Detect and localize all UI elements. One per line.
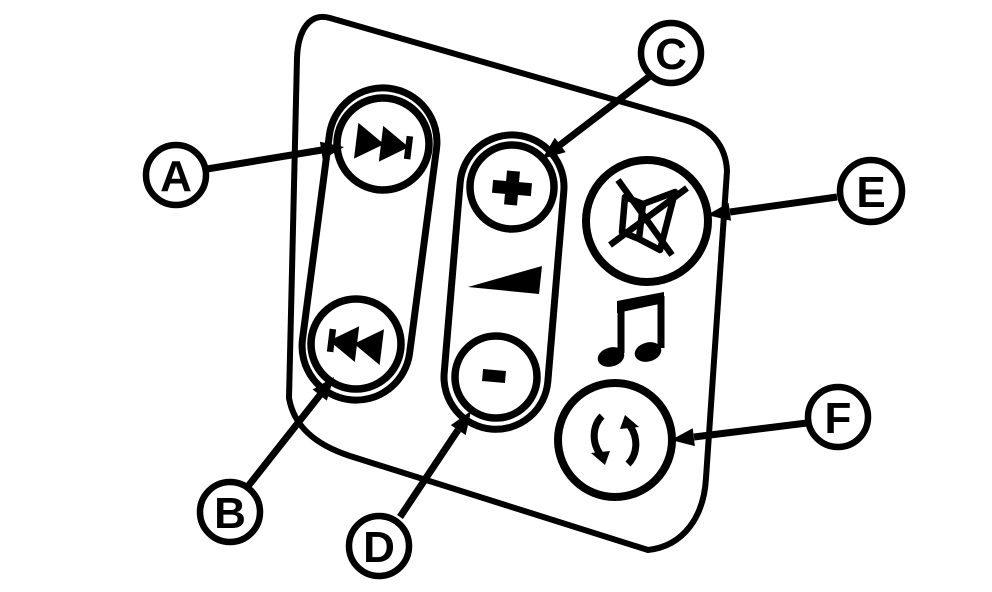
callout-F-label: F [825, 394, 852, 443]
skip-forward-icon [354, 122, 414, 162]
callout-D-label: D [363, 523, 395, 572]
skip-backward-icon [326, 326, 384, 366]
callout-D-bubble [345, 512, 413, 580]
seek-forward-button [333, 94, 433, 194]
callout-B-label: B [214, 489, 246, 538]
mute-button [582, 156, 712, 286]
callout-B-bubble [196, 478, 264, 546]
callout-C-arrow-shaft [557, 73, 653, 148]
volume-wedge-icon [468, 266, 542, 294]
plus-icon [492, 170, 532, 206]
callout-E-arrow-shaft [729, 193, 838, 216]
volume-up-button [466, 141, 558, 233]
music-note-icon [597, 292, 665, 367]
callout-D-arrowhead [450, 411, 471, 436]
callout-F-arrow-shaft [693, 419, 808, 441]
callout-A: A [142, 141, 344, 209]
seek-backward-button [307, 295, 405, 393]
callout-A-label: A [160, 152, 192, 201]
volume-down-button [451, 332, 541, 422]
muted-speaker-icon [608, 178, 689, 257]
callout-C-arrowhead [542, 137, 566, 159]
volume-rocker-outline [440, 131, 568, 433]
seek-rocker-outline [298, 84, 441, 404]
minus-icon [482, 369, 506, 383]
callout-E-bubble [836, 156, 906, 226]
cycle-arrows-icon [590, 413, 640, 467]
callout-D-arrow-shaft [397, 428, 461, 519]
source-face [554, 379, 676, 501]
callout-B-arrowhead [312, 377, 334, 401]
callout-D: D [345, 411, 471, 580]
callout-A-bubble [142, 141, 210, 209]
callout-B: B [196, 377, 334, 546]
callout-A-arrowhead [319, 141, 344, 160]
callout-E: E [707, 156, 906, 226]
callout-E-arrowhead [707, 202, 731, 221]
source-button [554, 379, 676, 501]
callout-C-bubble [637, 19, 705, 87]
callout-A-arrow-shaft [206, 146, 323, 173]
callout-F-arrowhead [671, 428, 695, 447]
callout-E-label: E [856, 168, 885, 217]
callout-F-bubble [804, 383, 872, 451]
callout-C-label: C [655, 30, 687, 79]
callout-C: C [542, 19, 705, 159]
control-panel-outline [286, 13, 730, 553]
callout-B-arrow-shaft [246, 392, 323, 488]
callout-F: F [671, 383, 872, 451]
